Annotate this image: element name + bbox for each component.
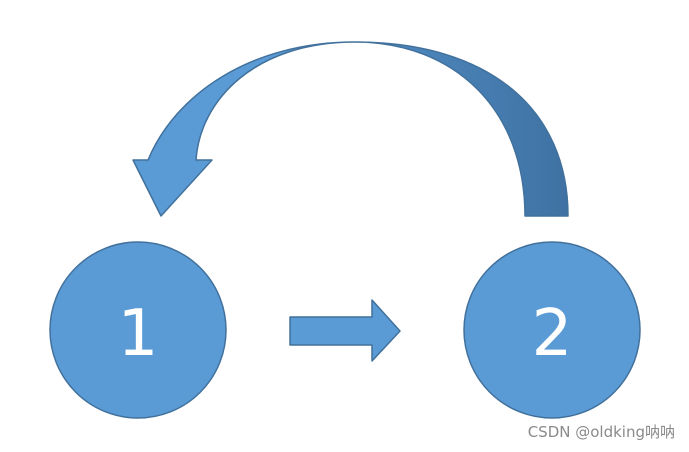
node-1-label: 1: [118, 297, 159, 371]
node-1-circle: [49, 241, 227, 419]
curved-arrow-2-to-1: [132, 41, 569, 217]
node-2-circle: [463, 241, 641, 419]
node-2-label: 2: [532, 297, 573, 371]
block-arrow-1-to-2: [289, 299, 401, 362]
node-2: 2: [463, 241, 641, 419]
watermark-text: CSDN @oldking呐呐: [527, 423, 675, 441]
node-1: 1: [49, 241, 227, 419]
